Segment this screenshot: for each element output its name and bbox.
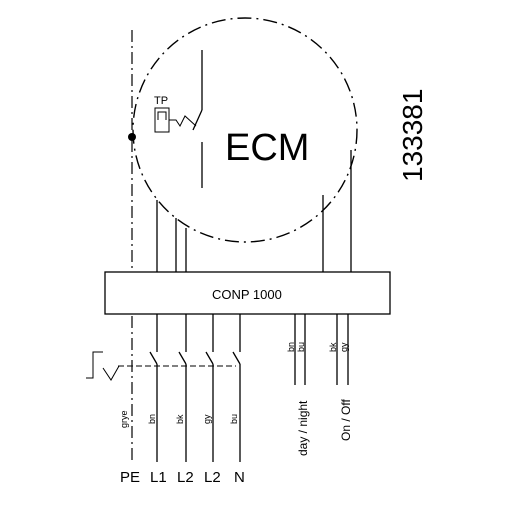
mains-wire-color-n: bu bbox=[229, 414, 239, 424]
earth-junction-dot bbox=[128, 133, 136, 141]
mains-wire-color-l1: bn bbox=[147, 414, 157, 424]
terminal-n: N bbox=[234, 469, 245, 486]
terminal-pe: PE bbox=[120, 469, 140, 486]
control-wire-color-3: bk bbox=[328, 342, 338, 352]
control-input-onoff: On / Off bbox=[339, 399, 353, 441]
switch-contact-l1 bbox=[149, 351, 158, 365]
switch-contact-l2a bbox=[178, 351, 187, 365]
mains-wire-color-l2a: bk bbox=[175, 414, 185, 424]
switch-contact-n bbox=[232, 351, 241, 365]
motor-housing bbox=[132, 17, 358, 243]
terminal-l2b: L2 bbox=[204, 469, 221, 486]
document-number: 133381 bbox=[397, 89, 428, 182]
control-wire-color-1: bn bbox=[286, 342, 296, 352]
isolator-trip-symbol bbox=[102, 365, 120, 381]
controller-box bbox=[104, 271, 391, 315]
controller-label: CONP 1000 bbox=[212, 287, 282, 302]
motor-internal-contact bbox=[192, 109, 203, 131]
thermal-protector-symbol bbox=[157, 111, 167, 120]
isolator-symbol bbox=[86, 351, 103, 379]
mains-wire-color-l2b: gy bbox=[202, 414, 212, 424]
control-input-daynight: day / night bbox=[296, 400, 310, 456]
control-wire-color-2: bu bbox=[296, 342, 306, 352]
thermal-protector-link bbox=[169, 115, 197, 127]
terminal-l1: L1 bbox=[150, 469, 167, 486]
tp-label: TP bbox=[154, 95, 168, 107]
motor-label: ECM bbox=[225, 127, 309, 169]
terminal-l2a: L2 bbox=[177, 469, 194, 486]
control-wire-color-4: gy bbox=[339, 342, 349, 352]
switch-contact-l2b bbox=[205, 351, 214, 365]
mains-wire-color-pe: grye bbox=[119, 410, 129, 428]
